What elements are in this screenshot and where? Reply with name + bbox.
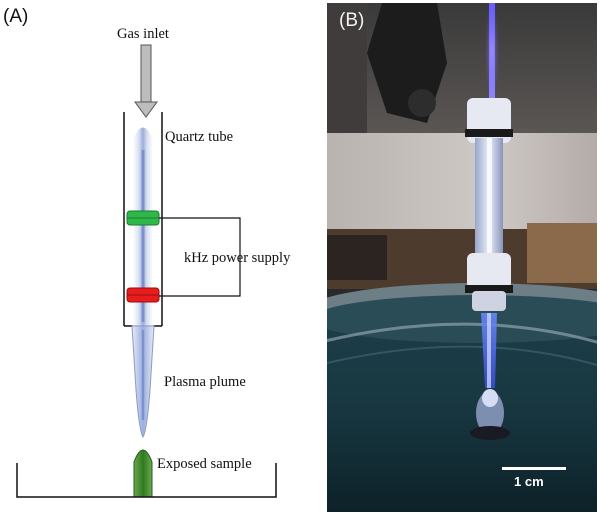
gas-inlet-label: Gas inlet: [117, 26, 169, 42]
plasma-jet-photo: [327, 3, 597, 512]
exposed-sample-label: Exposed sample: [157, 456, 252, 472]
jet-schematic: [16, 44, 277, 498]
panel-b-label: (B): [339, 10, 365, 31]
quartz-tube-label: Quartz tube: [165, 129, 234, 145]
upper-electrode: [126, 210, 160, 226]
panel-a-label: (A): [3, 6, 29, 27]
sample-dish: [16, 463, 277, 498]
power-supply-label: kHz power supply: [184, 250, 291, 266]
plasma-plume-label: Plasma plume: [164, 374, 246, 390]
exposed-sample: [133, 449, 153, 498]
scale-bar: [502, 467, 566, 470]
power-supply-wiring: [159, 217, 241, 297]
scale-bar-label: 1 cm: [514, 474, 544, 489]
lower-electrode: [126, 287, 160, 303]
gas-inlet-arrow: [134, 44, 158, 118]
